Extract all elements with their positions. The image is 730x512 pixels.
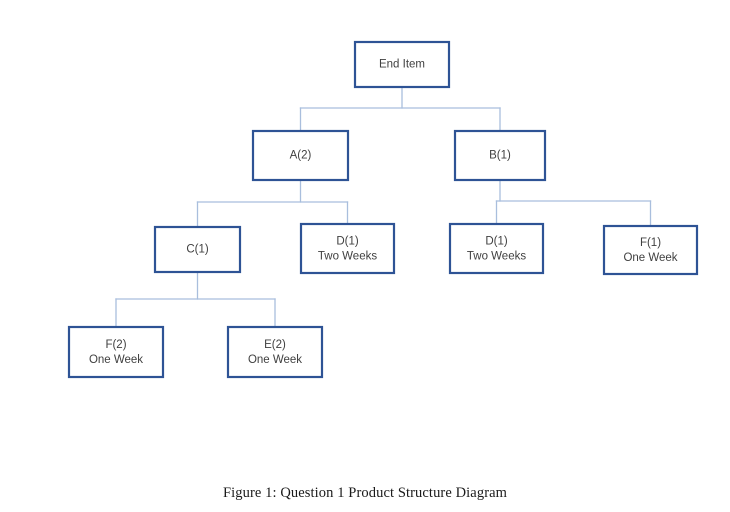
- node-box-b: [453, 129, 547, 182]
- node-box-end-item: [353, 40, 451, 89]
- node-label-c-line1: C(1): [186, 244, 209, 256]
- node-f-right[interactable]: F(1) One Week: [602, 224, 699, 276]
- node-label-d-left-line2: Two Weeks: [318, 251, 377, 263]
- node-box-e-bottom: [226, 325, 324, 379]
- node-label-d-right-line2: Two Weeks: [467, 251, 526, 263]
- figure-caption: Figure 1: Question 1 Product Structure D…: [222, 485, 508, 501]
- node-a[interactable]: A(2): [251, 129, 350, 182]
- node-label-b-line1: B(1): [489, 150, 511, 162]
- node-label-e-bottom-line1: E(2): [264, 339, 286, 351]
- node-end-item[interactable]: End Item: [353, 40, 451, 89]
- node-box-f-right: [602, 224, 699, 276]
- node-box-d-right: [448, 222, 545, 275]
- node-label-f-bottom-line1: F(2): [105, 339, 126, 351]
- node-label-f-right-line1: F(1): [640, 237, 661, 249]
- node-box-a: [251, 129, 350, 182]
- node-label-a-line1: A(2): [290, 150, 312, 162]
- node-c[interactable]: C(1): [153, 225, 242, 274]
- node-label-e-bottom-line2: One Week: [248, 354, 302, 366]
- node-label-f-bottom-line2: One Week: [89, 354, 143, 366]
- node-label-d-left-line1: D(1): [336, 236, 359, 248]
- node-f-bottom[interactable]: F(2) One Week: [67, 325, 165, 379]
- node-box-d-left: [299, 222, 396, 275]
- node-label-f-right-line2: One Week: [623, 252, 677, 264]
- node-label-end-item-line1: End Item: [379, 59, 425, 71]
- node-d-right[interactable]: D(1) Two Weeks: [448, 222, 545, 275]
- node-d-left[interactable]: D(1) Two Weeks: [299, 222, 396, 275]
- node-b[interactable]: B(1): [453, 129, 547, 182]
- node-e-bottom[interactable]: E(2) One Week: [226, 325, 324, 379]
- connector-layer: [115, 86, 652, 328]
- node-box-f-bottom: [67, 325, 165, 379]
- node-box-c: [153, 225, 242, 274]
- node-label-d-right-line1: D(1): [485, 236, 508, 248]
